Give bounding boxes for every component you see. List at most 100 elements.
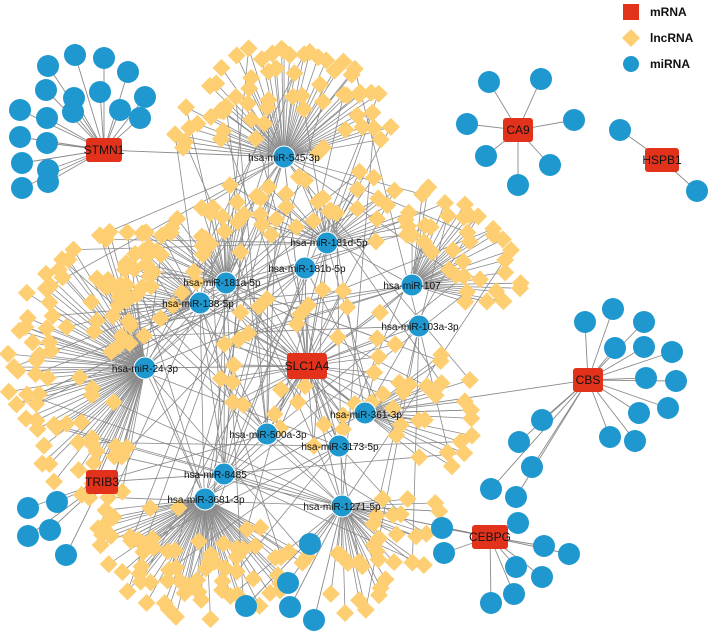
lncrna-node	[18, 385, 37, 404]
mirna-node	[62, 101, 84, 123]
mrna-node-ca9	[503, 118, 533, 142]
lncrna-node	[121, 527, 140, 546]
mirna-node	[633, 336, 655, 358]
lncrna-node	[267, 210, 286, 229]
lncrna-node	[417, 377, 436, 396]
mrna-node-cebpg	[472, 525, 508, 549]
mirna-hub-m181a	[214, 271, 238, 295]
mirna-label: hsa-miR-107	[383, 281, 441, 292]
lncrna-node	[471, 270, 490, 289]
mirna-node	[93, 47, 115, 69]
mrna-label: HSPB1	[642, 153, 682, 167]
lncrna-node	[296, 377, 315, 396]
lncrna-node	[378, 196, 397, 215]
mirna-hub-m8485	[212, 462, 236, 486]
mirna-node	[633, 311, 655, 333]
lncrna-node	[132, 557, 151, 576]
lncrna-node	[203, 198, 222, 217]
mrna-node-stmn1	[86, 138, 122, 162]
lncrna-node	[426, 386, 445, 405]
lncrna-node	[365, 363, 384, 382]
mirna-node	[134, 86, 156, 108]
lncrna-node	[112, 327, 131, 346]
lncrna-node	[309, 143, 328, 162]
lncrna-node	[436, 194, 455, 213]
mirna-hub-m1271	[330, 494, 354, 518]
lncrna-node	[158, 542, 177, 561]
mirna-label: hsa-miR-545-3p	[248, 153, 320, 164]
lncrna-node	[166, 125, 185, 144]
lncrna-node	[118, 582, 137, 601]
mirna-node	[431, 517, 453, 539]
mirna-node	[686, 180, 708, 202]
lncrna-node	[173, 283, 192, 302]
mirna-node	[533, 535, 555, 557]
mirna-label: hsa-miR-8485	[184, 470, 247, 481]
mirna-hub-m500a	[255, 422, 279, 446]
lncrna-node	[212, 58, 231, 77]
mirna-node	[11, 152, 33, 174]
lncrna-node	[337, 86, 356, 105]
mirna-hub-m3681	[193, 487, 217, 511]
lncrna-node	[348, 180, 367, 199]
lncrna-node	[293, 553, 312, 572]
mirna-label: hsa-miR-24-3p	[112, 364, 179, 375]
lncrna-node	[494, 292, 513, 311]
lncrna-node	[304, 211, 323, 230]
lncrna-node	[239, 324, 258, 343]
lncrna-node	[334, 52, 353, 71]
lncrna-node	[141, 277, 160, 296]
lncrna-node	[511, 279, 530, 298]
lncrna-node	[296, 171, 315, 190]
mirna-node	[478, 71, 500, 93]
mirna-hub-m138	[188, 291, 212, 315]
lncrna-node	[251, 518, 270, 537]
lncrna-node	[257, 289, 276, 308]
lncrna-node	[151, 309, 170, 328]
lncrna-node	[40, 333, 59, 352]
lncrna-node	[381, 117, 400, 136]
mirna-node	[665, 370, 687, 392]
lncrna-node	[255, 114, 274, 133]
lncrna-node	[368, 329, 387, 348]
lncrna-node	[334, 281, 353, 300]
mrna-label: CA9	[506, 123, 530, 137]
lncrna-node	[82, 293, 101, 312]
lncrna-node	[292, 86, 311, 105]
lncrna-node	[397, 225, 416, 244]
lncrna-node	[261, 583, 280, 602]
mirna-node	[46, 491, 68, 513]
lncrna-node	[315, 415, 334, 434]
lncrna-node	[152, 245, 171, 264]
mirna-node	[475, 145, 497, 167]
lncrna-node	[369, 347, 388, 366]
lncrna-node	[43, 306, 62, 325]
lncrna-node	[350, 162, 369, 181]
lncrna-node	[350, 591, 369, 610]
legend-mirna-swatch	[623, 56, 639, 72]
lncrna-node	[280, 45, 299, 64]
mirna-node	[574, 311, 596, 333]
mirna-node	[9, 99, 31, 121]
lncrna-node	[100, 222, 119, 241]
lncrna-node	[226, 88, 245, 107]
lncrna-node	[387, 426, 406, 445]
lncrna-node	[294, 100, 313, 119]
lncrna-node	[336, 603, 355, 622]
lncrna-node	[364, 514, 383, 533]
mirna-node	[235, 595, 257, 617]
mirna-node	[117, 61, 139, 83]
lncrna-node	[242, 68, 261, 87]
lncrna-node	[228, 193, 247, 212]
lncrna-node	[271, 380, 290, 399]
lncrna-node	[287, 218, 306, 237]
mirna-hub-m3173	[327, 434, 351, 458]
lncrna-node	[407, 527, 426, 546]
lncrna-node	[328, 328, 347, 347]
lncrna-node	[299, 296, 318, 315]
lncrna-node	[253, 215, 272, 234]
lncrna-node	[33, 454, 52, 473]
mrna-label: SLC1A4	[285, 359, 330, 373]
lncrna-node	[0, 382, 18, 401]
lncrna-node	[314, 188, 333, 207]
